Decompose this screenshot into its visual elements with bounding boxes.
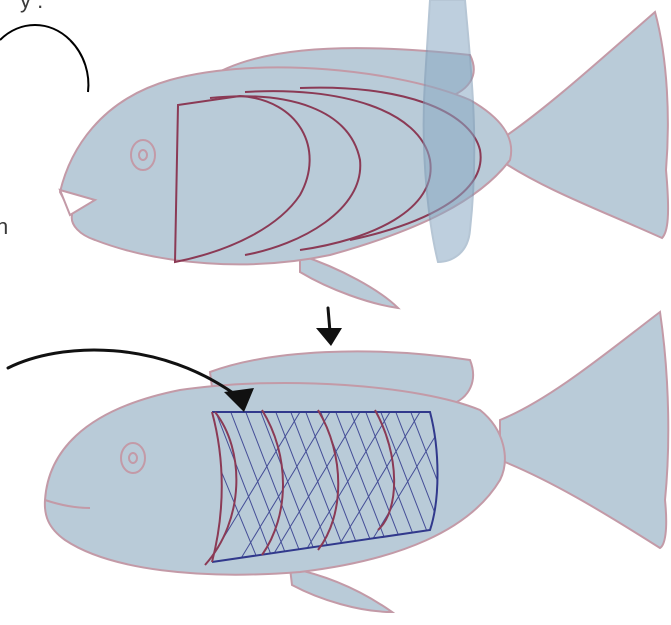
fish-bottom-pelvic-fin — [290, 568, 392, 612]
left-text-fragment: n — [0, 216, 8, 238]
fish-top — [60, 0, 668, 308]
fish-top-vertical-slab — [424, 0, 475, 262]
fish-bottom — [45, 312, 668, 612]
top-text-fragment: y . — [20, 0, 43, 12]
fish-top-tail — [500, 12, 668, 238]
fish-top-pelvic-fin — [300, 255, 398, 308]
down-arrow-icon — [316, 308, 342, 346]
fish-bottom-tail — [500, 312, 668, 548]
